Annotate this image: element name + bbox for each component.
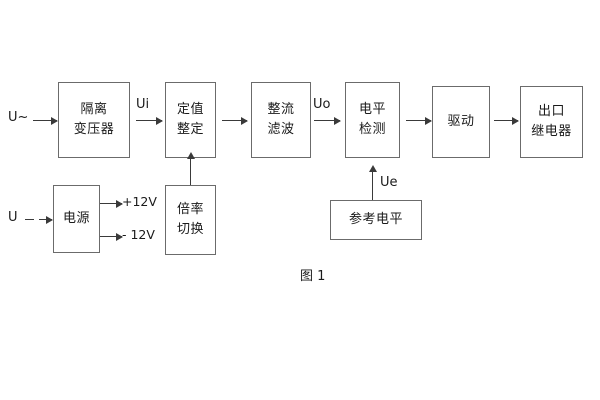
rail-positive-label: +12V [122,194,157,209]
arrow-multiplier-switch-to-setting-value [186,152,195,185]
block-drive-line-1: 驱动 [447,113,475,129]
signal-ui-label: Ui [136,97,150,112]
figure-caption: 图 1 [300,269,326,284]
arrow-drive-to-output-relay [494,117,519,126]
block-reference-level-line-1: 参考电平 [348,211,403,227]
block-drive: 驱动 [432,86,490,158]
signal-ue-label: Ue [380,175,398,190]
input-ac-label: U~ [8,110,29,125]
arrow-reference-level-to-level-detect [368,165,377,200]
arrow-dc-input-to-power-supply [39,216,53,225]
block-multiplier-switch: 倍率 切换 [165,185,216,255]
block-setting-value: 定值 整定 [165,82,216,158]
arrow-rectify-filter-to-level-detect [314,117,341,126]
arrow-isolation-transformer-to-setting-value [136,117,163,126]
signal-uo-label: Uo [313,97,331,112]
input-dc-lead-segment [25,219,34,220]
block-isolation-transformer-line-1: 隔离 [80,101,108,117]
block-setting-value-line-2: 整定 [176,122,204,137]
block-level-detect-line-1: 电平 [358,101,386,117]
arrow-level-detect-to-drive [406,117,432,126]
block-isolation-transformer: 隔离 变压器 [58,82,130,158]
block-multiplier-switch-line-2: 切换 [176,222,204,237]
block-isolation-transformer-line-2: 变压器 [73,122,115,137]
block-rectify-filter: 整流 滤波 [251,82,311,158]
block-power-supply: 电源 [53,185,100,253]
arrow-setting-value-to-rectify-filter [222,117,248,126]
block-level-detect-line-2: 检测 [358,122,386,137]
arrow-power-supply-positive-rail [100,200,123,209]
block-multiplier-switch-line-1: 倍率 [176,201,204,217]
block-rectify-filter-line-2: 滤波 [267,122,295,137]
block-output-relay: 出口 继电器 [520,86,583,158]
arrow-ac-input-to-isolation-transformer [33,117,58,126]
input-dc-label: U [8,210,18,225]
block-level-detect: 电平 检测 [345,82,400,158]
block-reference-level: 参考电平 [330,200,422,240]
block-output-relay-line-2: 继电器 [531,124,572,139]
block-power-supply-line-1: 电源 [62,210,90,226]
arrow-power-supply-negative-rail [100,233,123,242]
block-rectify-filter-line-1: 整流 [267,101,295,117]
rail-negative-label: - 12V [122,227,155,242]
block-output-relay-line-1: 出口 [537,103,565,119]
block-setting-value-line-1: 定值 [176,101,204,117]
